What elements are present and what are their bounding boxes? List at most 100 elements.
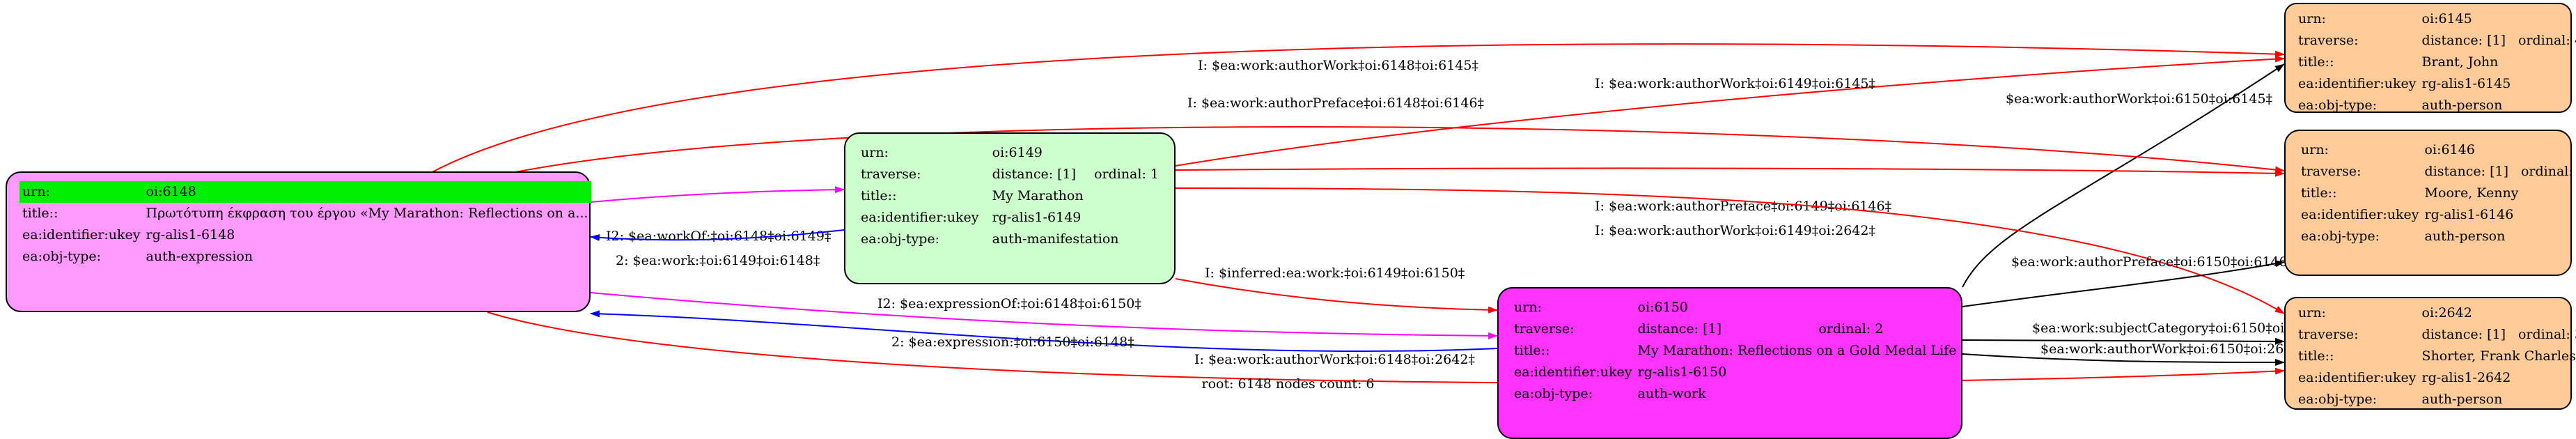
edge-6150-6148-expression bbox=[590, 310, 1498, 353]
edge-6149-2642-authorwork bbox=[1175, 187, 2285, 314]
row-value: auth-person bbox=[2421, 98, 2503, 113]
row-value: rg-alis1-6146 bbox=[2424, 207, 2514, 222]
row-key: traverse: bbox=[861, 167, 921, 182]
row-key: ea:identifier:ukey bbox=[2301, 207, 2419, 222]
row-ordinal: ordinal: 2 bbox=[1818, 321, 1884, 337]
graph-footer: root: 6148 nodes count: 6 bbox=[1201, 376, 1375, 392]
row-key: urn: bbox=[2301, 142, 2329, 157]
edge-6149-6146-authorpreface bbox=[1175, 167, 2285, 177]
node-row-title: title:: Moore, Kenny bbox=[2298, 183, 2576, 204]
node-row-traverse: traverse: distance: [1] ordinal: 1 bbox=[858, 164, 1162, 185]
row-value: oi:6150 bbox=[1637, 300, 1688, 315]
edge-label: $ea:work:authorWork‡oi:6150‡oi:6145‡ bbox=[2006, 91, 2272, 107]
node-row-traverse: traverse: distance: [1] ordinal: 5 bbox=[2298, 161, 2576, 183]
row-key: urn: bbox=[2298, 305, 2326, 321]
row-value: auth-person bbox=[2424, 229, 2506, 244]
row-key: ea:obj-type: bbox=[861, 231, 940, 247]
node-6148[interactable]: urn: oi:6148 title:: Πρωτότυπη έκφραση τ… bbox=[6, 171, 591, 312]
edge-6149-6150-inferred bbox=[1175, 278, 1498, 314]
node-row-urn: urn: oi:6150 bbox=[1511, 297, 1960, 318]
edge-label: I2: $ea:expressionOf:‡oi:6148‡oi:6150‡ bbox=[877, 296, 1141, 311]
row-key: ea:identifier:ukey bbox=[1514, 364, 1632, 380]
node-row-ukey: ea:identifier:ukey rg-alis1-6148 bbox=[19, 224, 591, 246]
edge-label: I: $ea:work:authorWork‡oi:6148‡oi:2642‡ bbox=[1194, 352, 1475, 367]
row-value: oi:6145 bbox=[2421, 11, 2472, 26]
node-row-traverse: traverse: distance: [1] ordinal: 3 bbox=[2295, 324, 2576, 346]
row-value: distance: [1] bbox=[2424, 164, 2508, 179]
row-value: auth-person bbox=[2421, 392, 2503, 407]
node-row-title: title:: My Marathon: Reflections on a Go… bbox=[1511, 340, 1960, 362]
edge-6150-6146-authorpreface bbox=[1962, 260, 2285, 307]
node-row-urn: urn: oi:6145 bbox=[2295, 8, 2576, 30]
node-6149[interactable]: urn: oi:6149 traverse: distance: [1] ord… bbox=[844, 132, 1176, 284]
node-2642[interactable]: urn: oi:2642 traverse: distance: [1] ord… bbox=[2284, 297, 2576, 410]
row-ordinal: ordinal: 5 bbox=[2520, 164, 2576, 179]
row-key: title:: bbox=[1514, 343, 1550, 358]
row-key: urn: bbox=[861, 145, 889, 160]
node-row-objtype: ea:obj-type: auth-expression bbox=[19, 246, 591, 268]
row-value: rg-alis1-2642 bbox=[2421, 370, 2511, 385]
node-row-urn: urn: oi:2642 bbox=[2295, 302, 2576, 324]
edge-6150-2642-authorwork bbox=[1962, 353, 2285, 366]
row-value: rg-alis1-6148 bbox=[146, 227, 235, 242]
edge-label: $ea:work:authorPreface‡oi:6150‡oi:6146‡ bbox=[2011, 254, 2294, 270]
edge-6148-6150-expressionof bbox=[590, 292, 1498, 339]
row-key: ea:obj-type: bbox=[2301, 229, 2380, 244]
node-6145[interactable]: urn: oi:6145 traverse: distance: [1] ord… bbox=[2284, 3, 2576, 113]
edge-6148-6145-authorwork bbox=[428, 43, 2285, 175]
row-value: distance: [1] bbox=[2421, 327, 2506, 342]
edge-6149-6145-authorwork bbox=[1175, 55, 2285, 167]
node-row-objtype: ea:obj-type: auth-person bbox=[2295, 95, 2576, 116]
row-value: distance: [1] bbox=[1637, 321, 1722, 337]
node-row-traverse: traverse: distance: [1] ordinal: 2 bbox=[1511, 318, 1960, 340]
row-ordinal: ordinal: 4 bbox=[2518, 33, 2576, 48]
row-value: distance: [1] bbox=[2421, 33, 2506, 48]
edge-label: $ea:work:authorWork‡oi:6150‡oi:2642‡ bbox=[2040, 341, 2307, 357]
row-value: oi:6146 bbox=[2424, 142, 2475, 157]
row-value: Shorter, Frank Charles bbox=[2421, 348, 2576, 364]
edge-label: I: $ea:work:authorPreface‡oi:6149‡oi:614… bbox=[1595, 199, 1891, 214]
row-value: rg-alis1-6145 bbox=[2421, 76, 2511, 91]
node-6146[interactable]: urn: oi:6146 traverse: distance: [1] ord… bbox=[2284, 130, 2576, 276]
row-key: ea:identifier:ukey bbox=[861, 210, 979, 225]
row-value: oi:6149 bbox=[992, 145, 1043, 160]
node-row-ukey: ea:identifier:ukey rg-alis1-6146 bbox=[2298, 204, 2576, 226]
node-row-urn: urn: oi:6149 bbox=[858, 142, 1162, 164]
node-row-traverse: traverse: distance: [1] ordinal: 4 bbox=[2295, 30, 2576, 52]
row-key: urn: bbox=[1514, 300, 1542, 315]
row-key: title:: bbox=[2298, 348, 2334, 364]
node-row-objtype: ea:obj-type: auth-person bbox=[2298, 226, 2576, 247]
row-value: distance: [1] bbox=[992, 167, 1077, 182]
node-row-objtype: ea:obj-type: auth-person bbox=[2295, 389, 2576, 410]
edge-label: I2: $ea:workOf:‡oi:6148‡oi:6149‡ bbox=[606, 229, 831, 244]
node-row-title: title:: Πρωτότυπη έκφραση του έργου «My … bbox=[19, 203, 591, 224]
row-key: title:: bbox=[2301, 185, 2337, 201]
row-value: oi:2642 bbox=[2421, 305, 2472, 321]
row-key: urn: bbox=[2298, 11, 2326, 26]
node-row-ukey: ea:identifier:ukey rg-alis1-2642 bbox=[2295, 367, 2576, 389]
node-row-ukey: ea:identifier:ukey rg-alis1-6150 bbox=[1511, 362, 1960, 383]
row-key: traverse: bbox=[2301, 164, 2362, 179]
row-key: ea:obj-type: bbox=[2298, 392, 2378, 407]
node-row-title: title:: My Marathon bbox=[858, 185, 1162, 207]
row-value: oi:6148 bbox=[143, 181, 591, 203]
node-row-urn: urn: oi:6146 bbox=[2298, 139, 2576, 161]
node-6150[interactable]: urn: oi:6150 traverse: distance: [1] ord… bbox=[1497, 287, 1962, 439]
row-key: ea:identifier:ukey bbox=[2298, 370, 2417, 385]
row-value: My Marathon bbox=[992, 188, 1084, 203]
edge-6148-6146-authorpreface bbox=[497, 126, 2285, 176]
row-key: title:: bbox=[22, 206, 58, 221]
node-row-urn: urn: oi:6148 bbox=[19, 181, 591, 203]
node-row-title: title:: Brant, John bbox=[2295, 52, 2576, 73]
edge-6150-2642-subjectcategory bbox=[1962, 337, 2285, 345]
row-ordinal: ordinal: 1 bbox=[1094, 167, 1159, 182]
row-key: title:: bbox=[2298, 54, 2334, 70]
graph-edges: I: $ea:work:authorWork‡oi:6148‡oi:6145‡ … bbox=[428, 43, 2329, 384]
edge-6148-2642-authorwork bbox=[487, 311, 2285, 384]
row-key: title:: bbox=[861, 188, 897, 203]
edge-label: $ea:work:subjectCategory‡oi:6150‡oi:2642… bbox=[2032, 321, 2329, 336]
node-row-title: title:: Shorter, Frank Charles bbox=[2295, 346, 2576, 367]
edge-label: I: $ea:work:authorWork‡oi:6148‡oi:6145‡ bbox=[1198, 58, 1478, 73]
edge-label: I: $ea:work:authorWork‡oi:6149‡oi:6145‡ bbox=[1595, 76, 1875, 91]
row-value: auth-expression bbox=[146, 249, 253, 264]
